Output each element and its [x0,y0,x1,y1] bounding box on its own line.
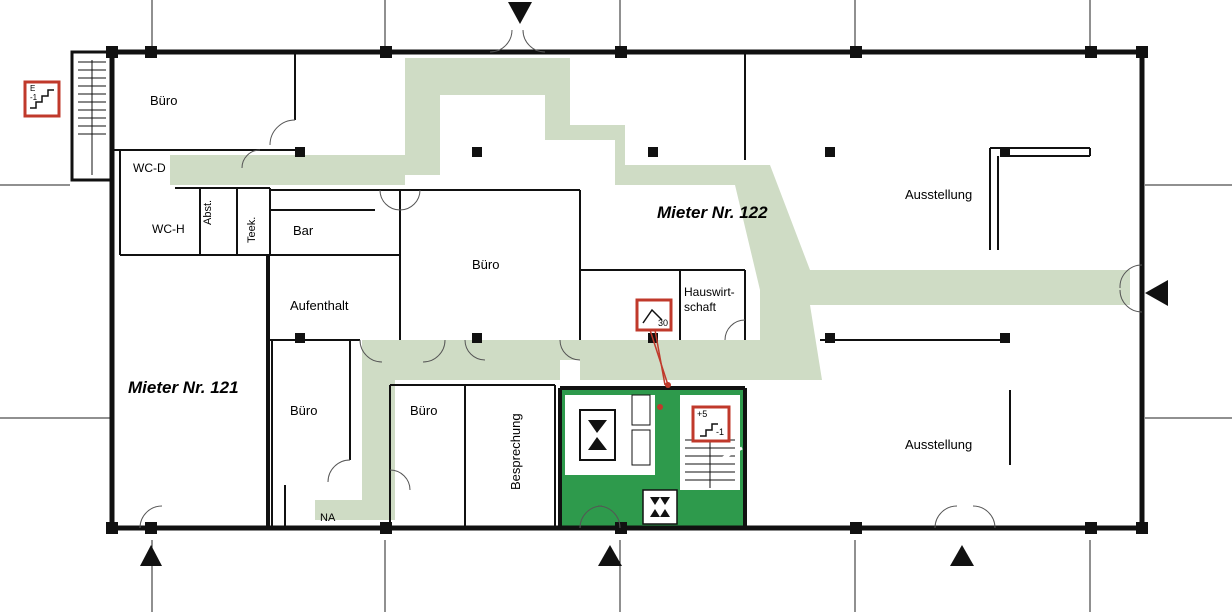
fire-door-rating: 30 [658,318,669,328]
tenant-label-121: Mieter Nr. 121 [128,378,239,397]
tenant-label-122: Mieter Nr. 122 [657,203,768,222]
elevator [579,409,616,461]
room-label-teek: Teek. [246,216,258,243]
stair-sign-core [691,405,731,443]
room-label-aufenthalt: Aufenthalt [290,298,349,313]
room-label-wc-d: WC-D [133,161,166,175]
room-label-wc-h: WC-H [152,222,185,236]
room-label-buero-lower-mid: Büro [410,403,438,418]
room-label-na: NA [320,512,336,524]
stair-sign-core-top-label: +5 [697,409,708,419]
room-label-hauswirtschaft-line1: Hauswirt- [684,285,735,299]
fire-door-sign [635,298,673,410]
external-stair [70,50,114,182]
room-label-buero-top-left: Büro [150,93,178,108]
room-label-buero-lower-left: Büro [290,403,318,418]
room-label-ausstellung-top: Ausstellung [905,187,973,202]
escape-route [170,58,1130,520]
stair-sign-top-left [23,80,61,118]
stair-sign-core-bottom-label: -1 [716,427,725,437]
room-label-bar: Bar [293,223,314,238]
assembly-sign [642,489,678,525]
room-label-hauswirtschaft: Hauswirt- schaft [684,285,735,315]
room-label-hauswirtschaft-line2: schaft [684,300,717,314]
room-label-buero-center: Büro [472,257,500,272]
room-label-abst: Abst. [202,199,214,225]
entrance-arrows [140,2,1168,566]
room-label-besprechung: Besprechung [508,413,523,490]
stair-sign-top-left-label: E -1 [30,84,38,102]
room-label-ausstellung-bottom: Ausstellung [905,437,973,452]
